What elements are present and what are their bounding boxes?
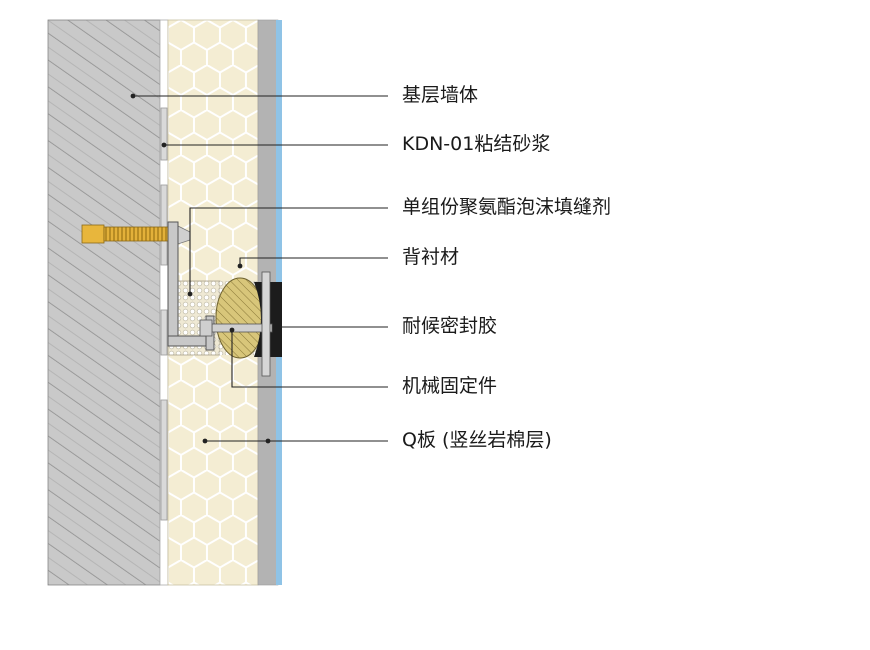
base-wall	[47, 19, 161, 586]
anchor-bolt	[81, 224, 191, 245]
label-weather-sealant: 耐候密封胶	[402, 315, 498, 337]
mortar-layer	[160, 107, 168, 521]
label-bonding-mortar: KDN-01粘结砂浆	[402, 133, 551, 155]
label-pu-foam-filler: 单组份聚氨酯泡沫填缝剂	[402, 196, 612, 218]
leader-dots	[130, 93, 271, 444]
leader-lines	[133, 95, 388, 442]
label-q-board: Q板 (竖丝岩棉层)	[402, 429, 552, 451]
label-mechanical-fastener: 机械固定件	[402, 375, 498, 397]
label-backing-material: 背衬材	[402, 246, 460, 268]
mechanical-fastener	[199, 271, 273, 377]
label-base-wall: 基层墙体	[402, 84, 479, 106]
